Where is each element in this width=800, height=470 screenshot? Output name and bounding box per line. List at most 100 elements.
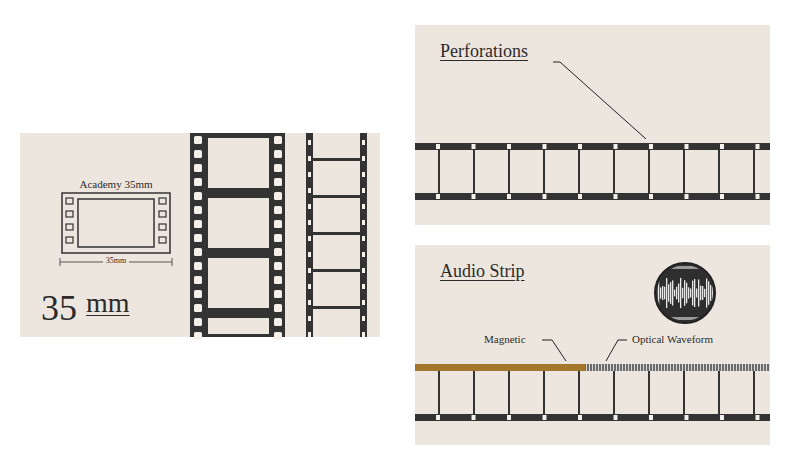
- perforation: [194, 178, 202, 186]
- perforation: [308, 220, 311, 225]
- perforation: [543, 144, 547, 149]
- waveform: [655, 266, 715, 320]
- gauge-number: 35: [41, 290, 77, 326]
- perforation: [362, 284, 365, 289]
- film-edge: [360, 133, 367, 337]
- frame-line: [753, 150, 755, 193]
- dimension-tick: [172, 258, 173, 266]
- film-frame: [208, 258, 269, 308]
- film-frame: [208, 138, 269, 188]
- frame-line: [473, 150, 475, 193]
- perforation: [274, 248, 282, 256]
- perforation: [194, 220, 202, 228]
- perforation: [362, 268, 365, 273]
- wave-bar: [680, 278, 681, 308]
- perforation: [308, 252, 311, 257]
- perforation: [274, 318, 282, 326]
- perforation: [614, 415, 618, 420]
- wave-bar: [710, 285, 711, 301]
- frame-icon: [62, 193, 170, 253]
- leader-line: [606, 340, 627, 361]
- perforation: [507, 194, 511, 199]
- perforation: [685, 194, 689, 199]
- dimension-label: 35mm: [103, 257, 129, 265]
- frame-line: [648, 371, 650, 414]
- leader-line: [553, 62, 646, 139]
- wave-bar: [694, 279, 695, 307]
- perforation: [274, 150, 282, 158]
- perforation: [274, 164, 282, 172]
- perforation: [308, 172, 311, 177]
- perforation: [720, 144, 724, 149]
- perforation: [362, 316, 365, 321]
- frame-line: [508, 150, 510, 193]
- callout-label: Magnetic: [484, 334, 526, 345]
- perforation: [194, 192, 202, 200]
- perforation: [543, 415, 547, 420]
- perforation: [308, 284, 311, 289]
- gauge-unit: mm: [86, 289, 130, 317]
- frame-line: [578, 150, 580, 193]
- perforation: [194, 318, 202, 326]
- perforation: [614, 194, 618, 199]
- wave-bar: [674, 290, 675, 297]
- wave-bar: [712, 280, 713, 306]
- perforation: [472, 194, 476, 199]
- strip-details: [308, 140, 365, 337]
- perforation: [66, 211, 73, 217]
- wave-bar: [700, 286, 701, 301]
- perforation: [578, 415, 582, 420]
- wave-bar: [676, 287, 677, 300]
- perforation: [362, 204, 365, 209]
- perforation: [274, 136, 282, 144]
- wave-bar: [668, 284, 669, 302]
- frame-window: [78, 199, 154, 247]
- strip-details: [194, 136, 282, 340]
- perforation: [308, 316, 311, 321]
- perforation: [274, 332, 282, 340]
- perforation: [308, 156, 311, 161]
- frame-line: [508, 371, 510, 414]
- wave-bar: [714, 289, 715, 297]
- frame-line: [473, 371, 475, 414]
- perforation: [194, 276, 202, 284]
- wave-edge: [655, 317, 715, 320]
- perforation: [720, 194, 724, 199]
- wave-bar: [688, 287, 689, 298]
- panel: [415, 25, 770, 225]
- perforation: [66, 198, 73, 204]
- perforation: [66, 224, 73, 230]
- frame-line: [718, 150, 720, 193]
- frame-line: [683, 371, 685, 414]
- frame-line: [613, 150, 615, 193]
- wave-bar: [698, 279, 699, 306]
- wave-bar: [686, 283, 687, 303]
- film-edge: [415, 143, 770, 150]
- frame-format-label: Academy 35mm: [79, 179, 152, 190]
- film-frame: [208, 198, 269, 248]
- frame-line: [718, 371, 720, 414]
- perforation: [756, 144, 760, 149]
- perforation: [578, 144, 582, 149]
- perforation: [362, 188, 365, 193]
- perforation: [543, 194, 547, 199]
- film-edge: [415, 414, 770, 421]
- strip-details: [436, 371, 760, 420]
- perforation: [308, 204, 311, 209]
- perforation: [362, 140, 365, 145]
- perforation: [274, 304, 282, 312]
- perforation: [720, 415, 724, 420]
- frame-line: [313, 269, 360, 272]
- perforation: [274, 192, 282, 200]
- perforation: [159, 224, 166, 230]
- perforation: [274, 262, 282, 270]
- frame-line: [543, 371, 545, 414]
- wave-bar: [692, 281, 693, 306]
- magnetic-track: [415, 364, 585, 371]
- perforation: [472, 415, 476, 420]
- wave-bar: [662, 286, 663, 300]
- wave-bar: [660, 287, 661, 298]
- perforation: [578, 194, 582, 199]
- wave-bar: [672, 280, 673, 305]
- wave-bar: [670, 282, 671, 304]
